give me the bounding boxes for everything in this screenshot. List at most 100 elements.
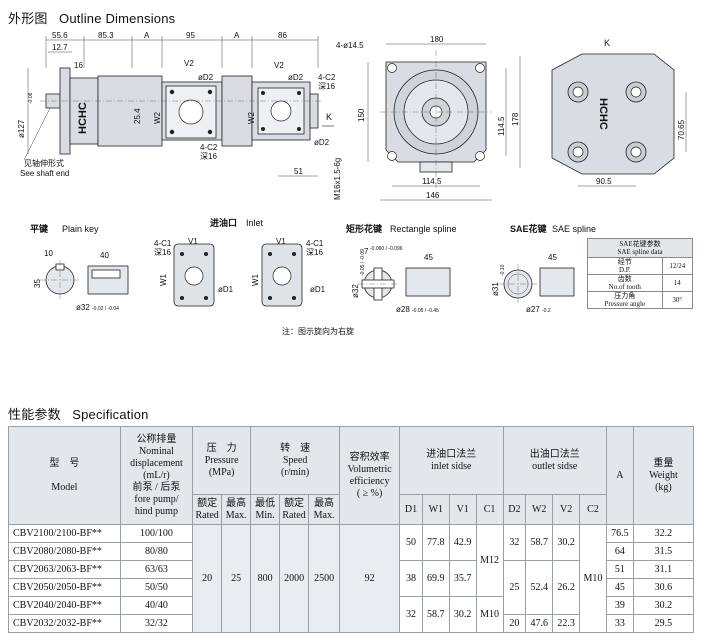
outline-title-en: Outline Dimensions [59, 11, 176, 26]
cell-weight: 31.5 [632, 542, 695, 561]
side-dia-127-tol: -0.08 [28, 92, 34, 104]
header-v1: V1 [448, 494, 477, 525]
plain-key-dim-35: 35 [33, 279, 42, 288]
cell-a: 45 [605, 578, 634, 597]
rect-spline-dia-32-tol: -0.05 / -0.09 [360, 249, 366, 276]
cell-weight: 32.2 [632, 524, 695, 543]
rect-spline-dia-28-tol: -0.05 / -0.45 [412, 308, 439, 314]
sae-spline-title-cn: SAE花键 [510, 223, 548, 234]
rear-brand: HCHC [597, 98, 609, 130]
plain-key-title-cn: 平键 [30, 223, 49, 234]
cell-c2: M10 [579, 524, 607, 633]
side-dim-51: 51 [294, 167, 303, 176]
cell-displacement: 32/32 [119, 614, 194, 633]
cell-model: CBV2100/2100-BF** [8, 524, 121, 543]
plain-key-dim-40: 40 [100, 251, 109, 260]
cell-model: CBV2032/2032-BF** [8, 614, 121, 633]
dim-16: 16 [74, 61, 83, 70]
plain-key-dia-32: ø32 [76, 303, 90, 312]
side-m16: M16x1.5-6g [333, 158, 342, 200]
spec-table: 型 号 Model 公称排量 Nominal displacement (mL/… [8, 426, 695, 633]
side-d2-label-2: øD2 [288, 73, 304, 82]
cell-model: CBV2063/2063-BF** [8, 560, 121, 579]
shaft-note-en: See shaft end [20, 169, 69, 178]
side-brand: HCHC [77, 102, 89, 134]
header-w1: W1 [421, 494, 450, 525]
inlet-w1-label-2: W1 [251, 273, 260, 286]
header-v2: V2 [552, 494, 581, 525]
outline-title-cn: 外形图 [8, 11, 48, 26]
rect-spline-dia-28: ø28 [396, 305, 410, 314]
cell-w1: 58.7 [421, 596, 450, 633]
cell-a: 76.5 [605, 524, 634, 543]
side-v2-label: V2 [184, 59, 194, 68]
inlet-w1-label: W1 [159, 273, 168, 286]
rect-spline-dim-45: 45 [424, 253, 433, 262]
side-c2-depth-2: 深16 [200, 152, 217, 161]
cell-displacement: 50/50 [119, 578, 194, 597]
sae-spline-dim-45: 45 [548, 253, 557, 262]
cell-w2: 47.6 [525, 614, 554, 633]
side-c2-label-2: 4-C2 [200, 143, 218, 152]
rect-spline-view: 矩形花键 Rectangle spline 7 -0.060 / -0.096 … [345, 223, 457, 314]
cell-speed-rated: 2000 [279, 524, 310, 633]
side-dia-127: ø127 [17, 119, 26, 138]
cell-v1: 35.7 [448, 560, 477, 597]
side-c2-label: 4-C2 [318, 73, 336, 82]
sae-spline-dia-31-tol: -0.10 [500, 264, 506, 276]
rect-spline-title-en: Rectangle spline [390, 224, 457, 234]
cell-v1: 30.2 [448, 596, 477, 633]
front-view: 4-ø14.5 180 150 114.5 178 114.5 146 [336, 35, 521, 201]
sae-table-header: SAE花键参数 SAE spline data [587, 238, 693, 258]
rear-dim-70-65: 70.65 [677, 119, 686, 140]
table-row: CBV2032/2032-BF** 32/32 20 47.6 22.3 33 … [8, 614, 695, 633]
header-displacement: 公称排量 Nominal displacement (mL/r) 前泵 / 后泵… [119, 426, 194, 525]
header-d2: D2 [502, 494, 527, 525]
front-dim-114-5-h: 114.5 [422, 177, 442, 186]
dim-a-1: A [144, 31, 150, 40]
front-dim-150: 150 [357, 108, 366, 122]
front-dim-178: 178 [511, 112, 520, 126]
cell-v2: 22.3 [552, 614, 581, 633]
inlet-c1-depth: 深16 [154, 248, 171, 257]
inlet-d1-label-2: øD1 [310, 285, 326, 294]
cell-weight: 31.1 [632, 560, 695, 579]
front-dim-180: 180 [430, 35, 444, 44]
shaft-note-cn: 见轴伸形式 [24, 158, 64, 168]
sae-spline-dia-27-tol: -0.2 [542, 308, 551, 314]
inlet-title-cn: 进油口 [210, 217, 237, 228]
cell-d2: 25 [502, 560, 527, 615]
plain-key-dim-10: 10 [44, 249, 53, 258]
side-w2-label-2: W2 [247, 111, 256, 124]
cell-model: CBV2050/2050-BF** [8, 578, 121, 597]
plain-key-dia-32-tol: -0.02 / -0.04 [92, 306, 119, 312]
rear-k-label: K [604, 38, 610, 48]
table-row: CBV2063/2063-BF** 63/63 38 69.9 35.7 25 … [8, 560, 695, 615]
header-w2: W2 [525, 494, 554, 525]
rear-view: K HCHC 70.65 90.5 [551, 38, 687, 187]
outline-title: 外形图 Outline Dimensions [8, 8, 175, 27]
cell-a: 64 [605, 542, 634, 561]
side-d2-label: øD2 [198, 73, 214, 82]
cell-displacement: 80/80 [119, 542, 194, 561]
cell-d1: 32 [399, 596, 423, 633]
inlet-title-en: Inlet [246, 218, 264, 228]
cell-w1: 69.9 [421, 560, 450, 597]
table-row: CBV2100/2100-BF** 100/100 20 25 800 2000… [8, 524, 695, 633]
rect-spline-dim-7: 7 [364, 247, 369, 256]
side-k-label: K [326, 112, 332, 122]
cell-model: CBV2080/2080-BF** [8, 542, 121, 561]
side-d2-label-3: øD2 [314, 138, 330, 147]
cell-model: CBV2040/2040-BF** [8, 596, 121, 615]
cell-a: 33 [605, 614, 634, 633]
